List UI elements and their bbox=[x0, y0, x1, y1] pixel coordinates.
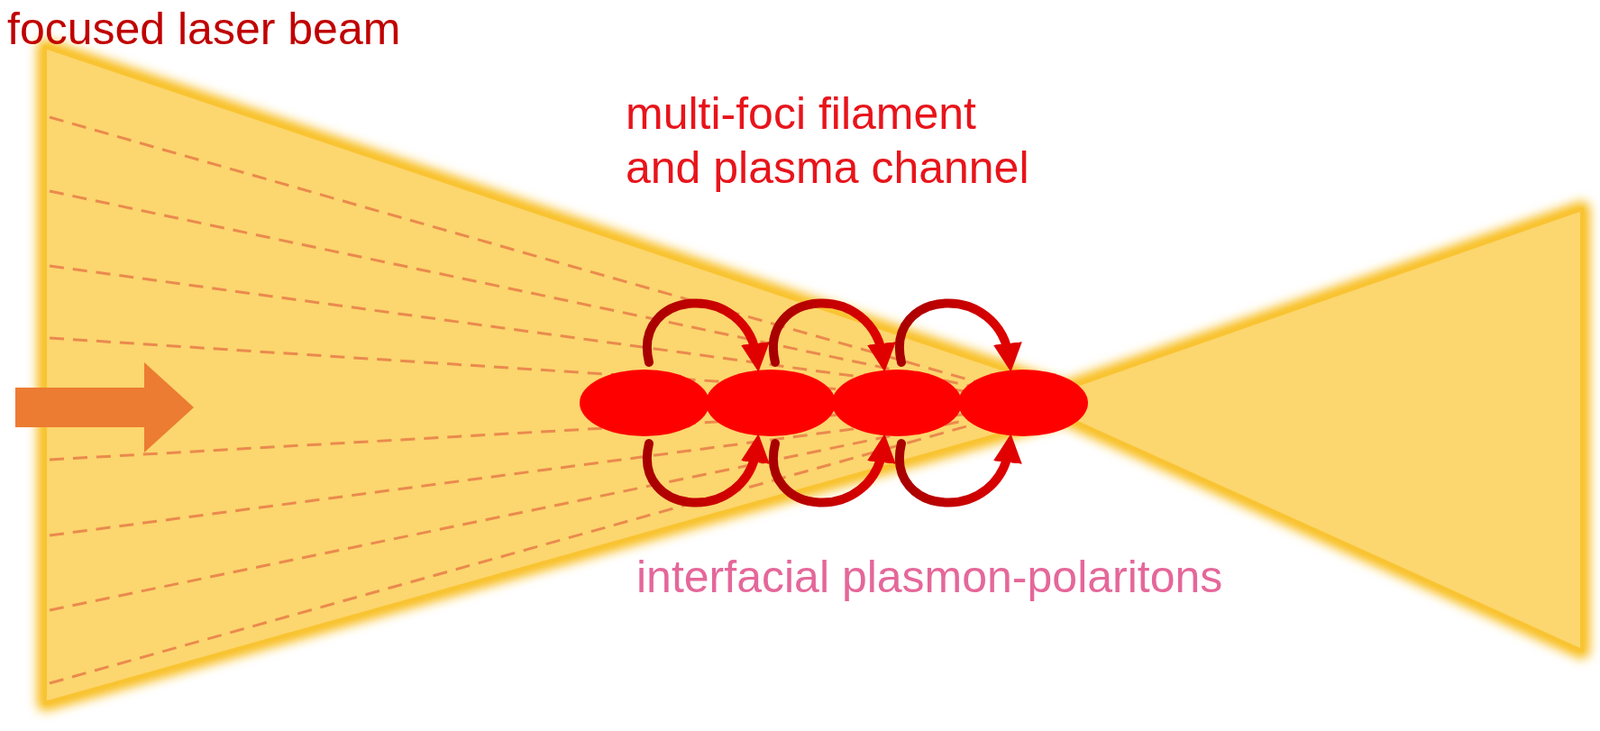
curved-arrow bbox=[899, 302, 1010, 363]
focus-ellipse bbox=[579, 369, 710, 437]
curved-arrow bbox=[647, 443, 758, 503]
plasmon-label: interfacial plasmon-polaritons bbox=[636, 549, 1223, 604]
beam-label: focused laser beam bbox=[7, 1, 401, 56]
filament-foci bbox=[579, 369, 1088, 437]
filament-label: multi-foci filament and plasma channel bbox=[625, 86, 1043, 195]
beam-glow bbox=[45, 46, 1582, 704]
ray-line bbox=[49, 402, 1051, 684]
beam-body bbox=[45, 46, 1582, 704]
curved-arrow bbox=[773, 443, 884, 503]
curved-arrow bbox=[773, 302, 884, 363]
direction-arrow bbox=[15, 362, 194, 453]
laser-beam bbox=[45, 46, 1582, 704]
curved-arrow bbox=[647, 302, 758, 363]
plasmon-arcs bbox=[647, 302, 1010, 503]
focus-ellipse bbox=[832, 369, 962, 437]
focus-ellipse bbox=[705, 369, 836, 437]
curved-arrow bbox=[899, 443, 1010, 503]
focus-ellipse bbox=[958, 369, 1088, 437]
